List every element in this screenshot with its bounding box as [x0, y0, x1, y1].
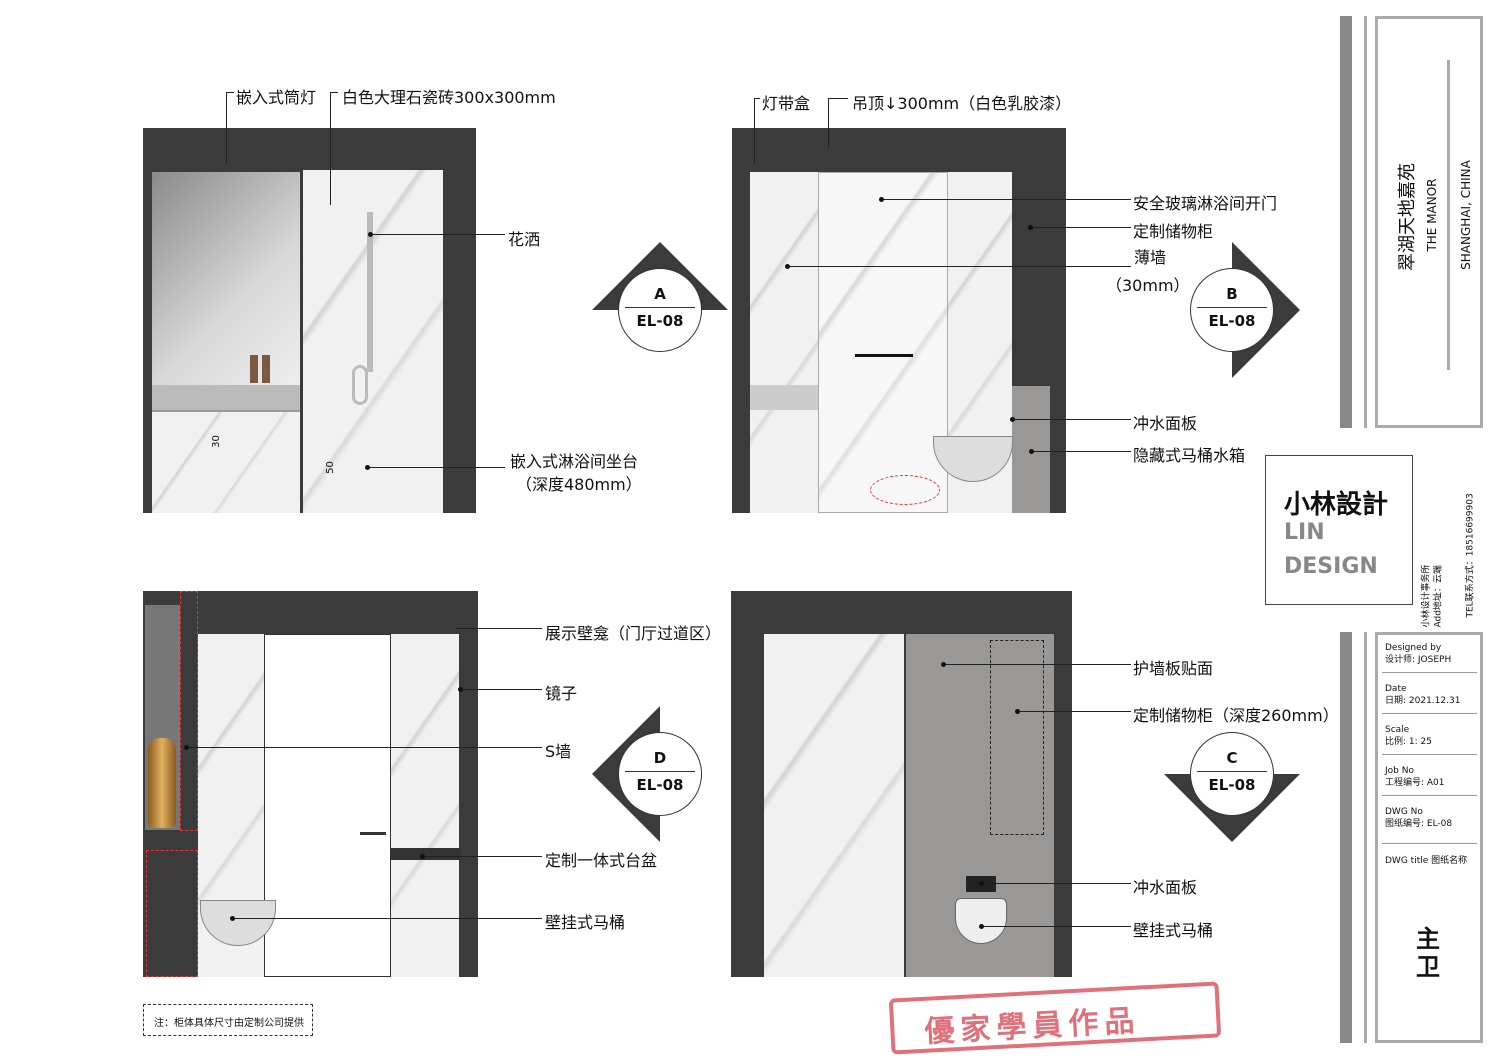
field-label: Job No [1385, 766, 1414, 776]
dwg-title: DWG title 图纸名称 [1385, 855, 1467, 867]
vase [148, 738, 176, 828]
field-value: 比例: 1: 25 [1385, 737, 1432, 747]
label-cistern: 隐藏式马桶水箱 [1133, 446, 1246, 465]
marble-wall [391, 634, 459, 977]
shower-rail [367, 212, 373, 372]
vanity-basin [391, 848, 461, 860]
elevation-marker-a[interactable]: A EL-08 [590, 240, 730, 380]
dim-50: 50 [324, 461, 336, 474]
title-bar-line [1364, 16, 1367, 428]
label-mirror: 镜子 [545, 684, 578, 703]
bottle [262, 355, 270, 383]
marker-letter: C [1226, 749, 1238, 767]
label-panel: 护墙板贴面 [1133, 659, 1214, 678]
label-storage: 定制储物柜 [1133, 222, 1214, 241]
bottle [250, 355, 258, 383]
label-flush-plate: 冲水面板 [1133, 878, 1198, 897]
toilet [955, 898, 1007, 944]
label-shower: 花洒 [508, 230, 541, 249]
designed-by: Designed by 设计师: JOSEPH [1385, 642, 1451, 666]
date: Date 日期: 2021.12.31 [1385, 683, 1460, 707]
project-name-en: THE MANOR [1425, 178, 1439, 252]
dwg-no: DWG No 图纸编号: EL-08 [1385, 806, 1452, 830]
marker-letter: B [1226, 285, 1238, 303]
field-label: Date [1385, 684, 1407, 694]
project-name-cn: 翠湖天地嘉苑 [1397, 163, 1418, 271]
label-storage-260: 定制储物柜（深度260mm） [1133, 706, 1339, 725]
logo-info-2: Add地址：云端 [1433, 565, 1444, 628]
label-seat-depth: （深度480mm） [516, 475, 642, 494]
scale: Scale 比例: 1: 25 [1385, 724, 1432, 748]
note-box: 注：柜体具体尺寸由定制公司提供 [143, 1004, 313, 1036]
logo-en-1: LIN [1284, 520, 1325, 545]
label-wall-toilet: 壁挂式马桶 [545, 913, 626, 932]
drawing-title: 主卫 [1416, 925, 1440, 981]
label-s-wall: S墙 [545, 742, 572, 761]
door-handle [855, 354, 913, 357]
marker-letter: D [653, 749, 667, 767]
label-wall-toilet: 壁挂式马桶 [1133, 921, 1214, 940]
info-bar [1340, 632, 1352, 1043]
field-label: Scale [1385, 725, 1410, 735]
title-bar [1340, 16, 1352, 428]
project-city: SHANGHAI, CHINA [1459, 160, 1473, 270]
job-no: Job No 工程编号: A01 [1385, 765, 1445, 789]
door-swing-arrow [870, 475, 940, 505]
field-value: 图纸编号: EL-08 [1385, 819, 1453, 829]
logo-cn: 小林設計 [1284, 490, 1389, 520]
field-label: Designed by [1385, 643, 1442, 653]
glass-door [818, 172, 948, 513]
vanity [750, 385, 818, 410]
field-value: 工程编号: A01 [1385, 778, 1445, 788]
cabinet-outline [990, 640, 1044, 835]
field-value: 图纸名称 [1431, 856, 1468, 866]
label-ceiling: 吊顶↓300mm（白色乳胶漆） [852, 94, 1072, 113]
shower-head [352, 365, 368, 405]
label-marble-tile: 白色大理石瓷砖300x300mm [342, 88, 556, 107]
label-glass-door: 安全玻璃淋浴间开门 [1133, 194, 1278, 213]
project-box [1375, 16, 1483, 428]
door [264, 634, 391, 977]
field-label: DWG title [1385, 856, 1429, 866]
dim-30: 30 [210, 435, 222, 448]
marble-wall [750, 172, 818, 513]
label-basin: 定制一体式台盆 [545, 851, 658, 870]
niche-outline [180, 591, 198, 831]
marble-wall [303, 170, 443, 513]
info-bar-line [1364, 632, 1367, 1043]
field-value: 设计师: JOSEPH [1385, 655, 1452, 665]
logo-info-3: TEL联系方式：18516699903 [1465, 493, 1476, 618]
vanity-counter [152, 385, 300, 410]
field-label: DWG No [1385, 807, 1423, 817]
logo-en-2: DESIGN [1284, 554, 1378, 579]
watermark-stamp: 優家學員作品 [888, 981, 1222, 1055]
marker-code: EL-08 [625, 307, 695, 330]
logo-box: 小林設計 LIN DESIGN [1265, 455, 1413, 605]
label-thin-wall: 薄墙 [1134, 248, 1167, 267]
info-box [1375, 632, 1483, 1043]
label-light-box: 灯带盒 [762, 94, 811, 113]
marker-code: EL-08 [1197, 307, 1267, 330]
niche-outline [146, 850, 198, 977]
marker-letter: A [654, 285, 666, 303]
label-niche: 展示壁龛（门厅过道区） [545, 624, 722, 643]
elevation-marker-b[interactable]: B EL-08 [1162, 240, 1302, 380]
vanity-cabinet [152, 410, 300, 513]
marble-wall [764, 634, 904, 977]
elevation-marker-d[interactable]: D EL-08 [590, 704, 730, 844]
field-value: 日期: 2021.12.31 [1385, 696, 1461, 706]
label-flush-plate: 冲水面板 [1133, 414, 1198, 433]
label-thin-wall-size: （30mm） [1106, 276, 1190, 295]
project-divider [1447, 60, 1450, 370]
label-downlight: 嵌入式筒灯 [236, 88, 317, 107]
door-handle [360, 832, 386, 835]
marker-code: EL-08 [625, 771, 695, 794]
mirror [152, 172, 300, 385]
marker-code: EL-08 [1197, 771, 1267, 794]
label-shower-seat: 嵌入式淋浴间坐台 [510, 452, 639, 471]
elevation-marker-c[interactable]: C EL-08 [1162, 704, 1302, 844]
